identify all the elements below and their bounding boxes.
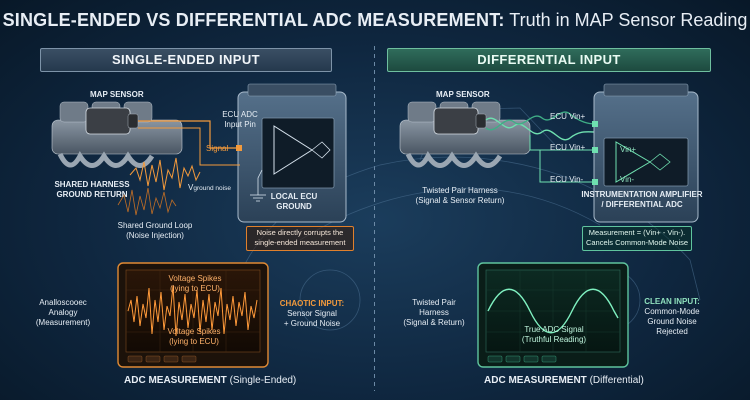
chaotic-input-label: CHAOTIC INPUT: Sensor Signal + Ground No… <box>279 299 345 328</box>
differential-header: DIFFERENTIAL INPUT <box>387 48 711 72</box>
caption-differential: ADC MEASUREMENT (Differential) <box>484 375 644 386</box>
ground-return-wire <box>138 127 240 166</box>
twisted-pair-harness-label: Twisted Pair Harness (Signal & Return) <box>403 298 465 327</box>
ecu-vin-plus-label-2: ECU Vin+ <box>550 143 586 152</box>
ecu-vin-minus-label: ECU Vin- <box>550 175 584 184</box>
analogy-label: Analloscooec Analogy (Measurement) <box>35 298 91 327</box>
ecu-vin-plus-label-1: ECU Vin+ <box>550 112 586 121</box>
page-title: SINGLE-ENDED VS DIFFERENTIAL ADC MEASURE… <box>2 10 748 30</box>
voltage-spikes-top-label: Voltage Spikes (lying to ECU) <box>168 274 222 293</box>
instrumentation-amplifier-label: INSTRUMENTATION AMPLIFIER / DIFFERENTIAL… <box>581 190 703 209</box>
amp-vin-minus-label: Vin- <box>620 175 635 184</box>
map-sensor-right <box>433 107 487 135</box>
voltage-spikes-bottom-label: Voltage Spikes (lying to ECU) <box>167 327 221 346</box>
ecu-input-wires <box>529 135 594 183</box>
oscilloscope-right <box>477 262 629 368</box>
caption-single-ended: ADC MEASUREMENT (Single-Ended) <box>124 375 297 386</box>
v-ground-noise-label: Vground noise <box>188 183 231 192</box>
signal-wire-left <box>138 120 238 149</box>
single-ended-header: SINGLE-ENDED INPUT <box>40 48 332 72</box>
twisted-pair-label: Twisted Pair Harness (Signal & Sensor Re… <box>415 186 505 205</box>
oscilloscope-left <box>117 262 269 368</box>
true-adc-signal-label: True ADC Signal (Truthful Reading) <box>521 325 587 344</box>
ecu-box-left <box>236 83 347 223</box>
noise-waveform <box>129 157 201 191</box>
chaotic-trace <box>127 285 258 337</box>
map-sensor-label-left: MAP SENSOR <box>90 90 144 99</box>
map-sensor-label-right: MAP SENSOR <box>436 90 490 99</box>
local-ground-wire <box>257 169 263 195</box>
noise-corruption-note: Noise directly corrupts the single-ended… <box>246 226 354 251</box>
clean-input-label: CLEAN INPUT: Common-Mode Ground Noise Re… <box>644 297 700 336</box>
map-sensor-left <box>85 107 139 135</box>
section-divider <box>374 46 375 391</box>
ground-symbol <box>250 194 266 202</box>
common-mode-note: Measurement = (Vin+ - Vin-). Cancels Com… <box>582 226 692 251</box>
twisted-pair-harness <box>485 111 597 141</box>
amp-vin-plus-label: Vin+ <box>620 145 637 154</box>
signal-label: Signal <box>206 144 229 153</box>
ecu-adc-input-pin-label: ECU ADC Input Pin <box>222 110 258 129</box>
shared-harness-label: SHARED HARNESS GROUND RETURN <box>54 180 130 199</box>
ecu-box-right <box>592 83 699 223</box>
local-ecu-ground-label: LOCAL ECU GROUND <box>270 192 318 211</box>
ground-loop-label: Shared Ground Loop (Noise Injection) <box>117 221 193 240</box>
noise-waveform-lower <box>117 187 177 216</box>
clean-sine-trace <box>487 288 619 334</box>
